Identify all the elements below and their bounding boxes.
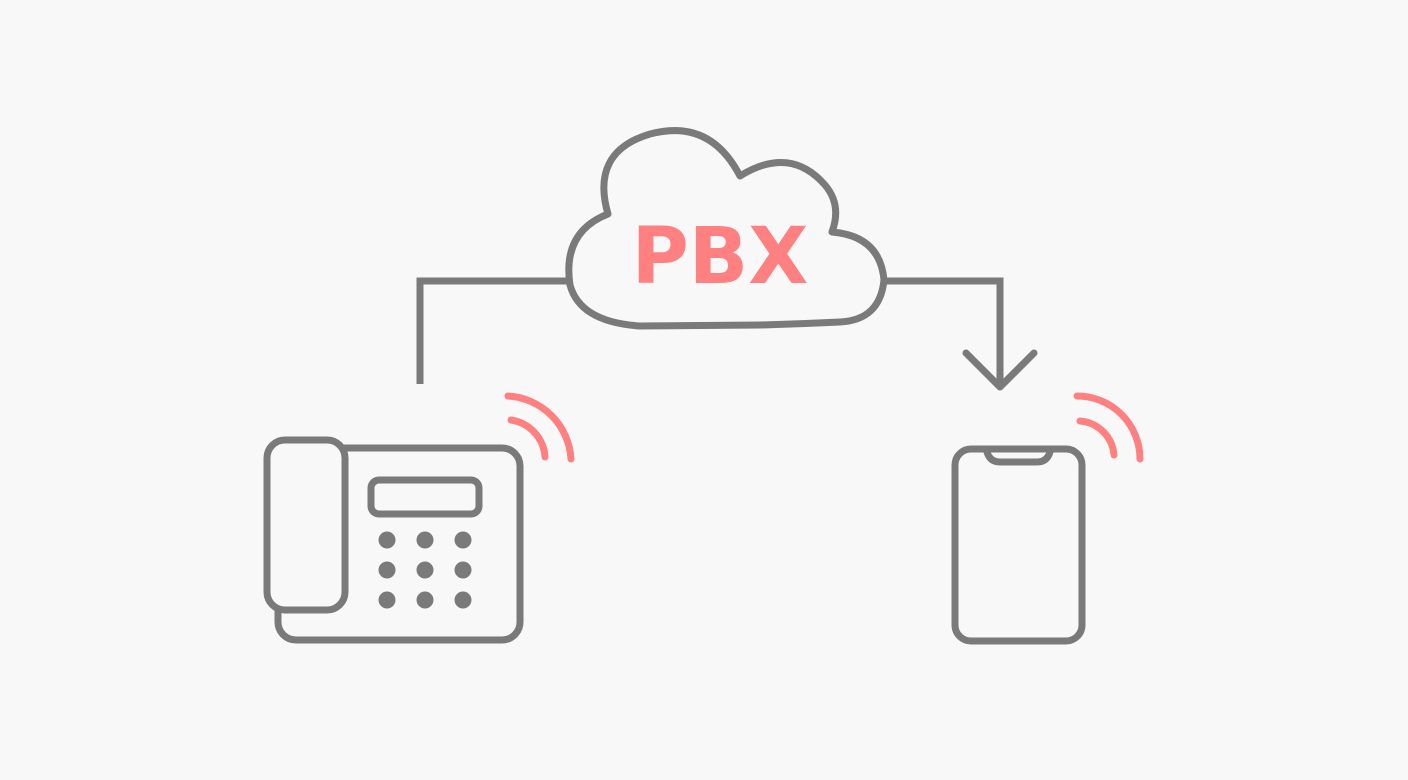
smartphone-notch [983, 448, 1054, 466]
desk-phone-display [367, 476, 483, 518]
smartphone-body [951, 445, 1086, 645]
pbx-label: PBX [632, 212, 809, 302]
desk-phone-icon [263, 436, 524, 644]
connector-cloud-to-smartphone [884, 277, 1004, 386]
smartphone-signal-icon [1073, 392, 1144, 463]
cloud-icon: PBX [565, 127, 888, 330]
connector-phone-to-cloud [416, 277, 568, 384]
desk-phone-handset [263, 436, 349, 614]
smartphone-icon [951, 445, 1086, 645]
desk-phone-signal-icon [504, 392, 575, 463]
arrow-head-icon [962, 349, 1038, 391]
desk-phone-keypad [378, 531, 472, 609]
